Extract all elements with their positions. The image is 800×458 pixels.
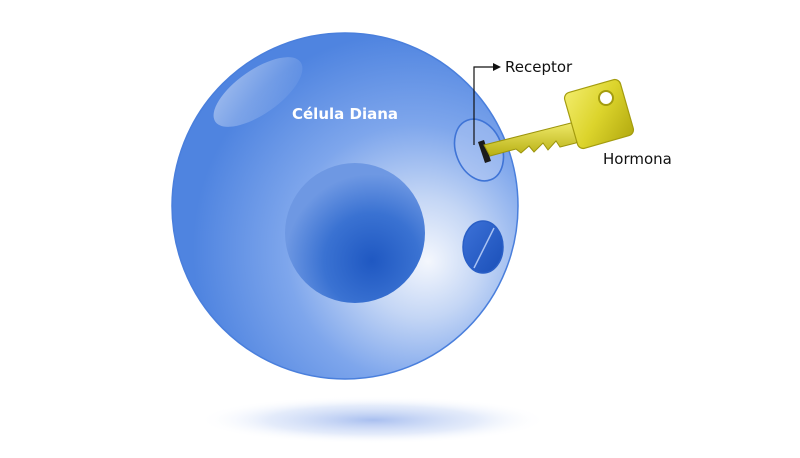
receptor-callout <box>473 66 493 145</box>
key-hole <box>598 90 614 106</box>
receptor-label: Receptor <box>505 58 573 76</box>
hormone-key <box>483 78 635 157</box>
cell-label: Célula Diana <box>292 105 398 123</box>
key-bow <box>563 78 635 150</box>
cell-shadow <box>198 396 548 444</box>
organelle <box>462 220 504 274</box>
receptor-arrowhead <box>493 63 501 71</box>
hormone-label: Hormona <box>603 150 672 168</box>
receptor-slot <box>478 140 491 163</box>
nucleus <box>285 163 425 303</box>
cell-highlight <box>213 57 303 127</box>
organelle-line <box>473 227 495 269</box>
